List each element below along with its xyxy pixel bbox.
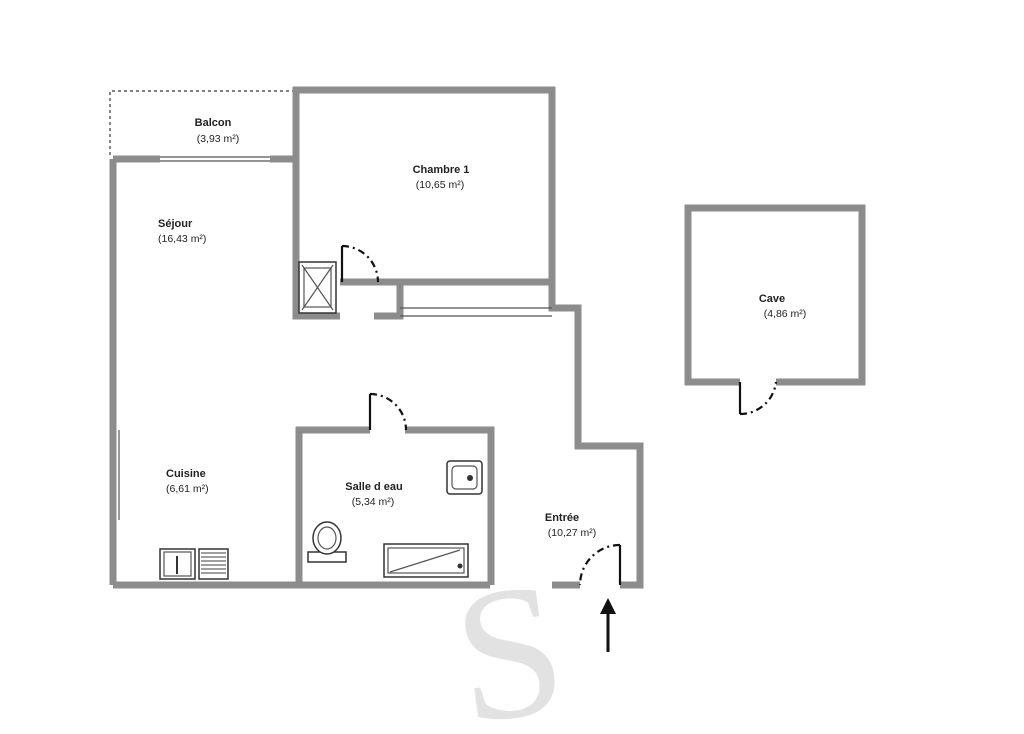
door-entree [578,543,622,586]
shower-icon [383,543,469,578]
room-cave: Cave (4,86 m²) [759,293,806,320]
toilet-icon [307,521,347,563]
room-area: (10,27 m²) [548,527,596,539]
room-area: (4,86 m²) [764,308,807,320]
room-name: Cuisine [166,468,206,480]
room-chambre1: Chambre 1 (10,65 m²) [413,164,470,191]
room-area: (16,43 m²) [158,233,206,245]
bathroom-sink-icon [446,460,483,495]
kitchen-sink-icon [159,548,196,580]
room-name: Cave [759,293,785,305]
room-area: (6,61 m²) [166,483,209,495]
door-chambre [340,244,380,283]
entry-arrow-icon [600,598,616,652]
door-salle-eau [368,392,408,431]
kitchen-stove-icon [198,548,229,580]
room-name: Salle d eau [345,481,402,493]
apartment-walls [109,86,644,589]
room-area: (10,65 m²) [416,179,464,191]
door-cave [738,381,778,416]
balcony-outline [109,90,295,162]
room-area: (5,34 m²) [352,496,395,508]
room-name: Séjour [158,218,193,230]
room-entree: Entrée (10,27 m²) [545,512,596,539]
cave-walls [684,204,866,386]
room-salle-eau: Salle d eau (5,34 m²) [345,481,402,508]
room-area: (3,93 m²) [197,133,240,145]
room-sejour: Séjour (16,43 m²) [158,218,206,245]
room-name: Balcon [195,117,232,129]
room-name: Entrée [545,512,579,524]
room-name: Chambre 1 [413,164,470,176]
ventilation-shaft [298,261,337,314]
room-balcon: Balcon (3,93 m²) [195,117,240,145]
room-cuisine: Cuisine (6,61 m²) [166,468,209,495]
